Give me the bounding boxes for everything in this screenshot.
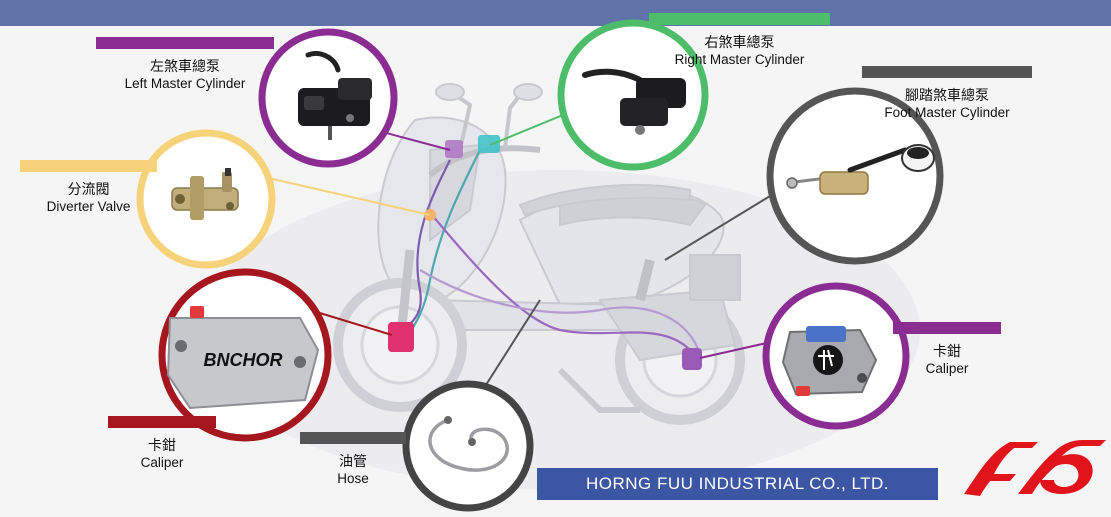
- callout-right-master: 右煞車總泵 Right Master Cylinder: [649, 13, 830, 69]
- company-name-banner: HORNG FUU INDUSTRIAL CO., LTD.: [537, 468, 938, 500]
- hose-icon: [428, 416, 509, 472]
- diverter-valve-icon: [171, 168, 239, 220]
- left-master-cylinder-icon: [298, 51, 372, 140]
- label-zh: 分流閥: [67, 181, 110, 197]
- label-en: Diverter Valve: [46, 199, 131, 214]
- callout-bar: [300, 432, 406, 444]
- foot-master-cylinder-icon: [786, 144, 935, 195]
- caliper-brand-text: BNCHOR: [204, 350, 283, 370]
- callout-bar: [108, 416, 216, 428]
- callout-caliper-rear: 卡鉗 Caliper: [893, 322, 1001, 378]
- label-zh: 右煞車總泵: [704, 34, 775, 50]
- callout-left-master: 左煞車總泵 Left Master Cylinder: [96, 37, 274, 93]
- label-en: Left Master Cylinder: [124, 76, 246, 91]
- label-zh: 卡鉗: [148, 437, 176, 453]
- callout-foot-master: 腳踏煞車總泵 Foot Master Cylinder: [862, 66, 1032, 122]
- callout-bar: [862, 66, 1032, 78]
- callout-bar: [649, 13, 830, 25]
- callout-hose: 油管 Hose: [300, 432, 406, 488]
- hose-circle: [402, 380, 534, 512]
- callout-caliper-front: 卡鉗 Caliper: [108, 416, 216, 472]
- label-en: Foot Master Cylinder: [884, 105, 1010, 120]
- callout-bar: [20, 160, 157, 172]
- label-zh: 左煞車總泵: [150, 58, 220, 74]
- callout-bar: [96, 37, 274, 49]
- callout-bar: [893, 322, 1001, 334]
- label-en: Caliper: [140, 455, 184, 470]
- label-zh: 卡鉗: [933, 343, 961, 359]
- label-en: Caliper: [925, 361, 969, 376]
- caliper-rear-icon: [781, 326, 878, 396]
- right-master-cylinder-icon: [582, 68, 686, 135]
- label-en: Hose: [337, 471, 369, 486]
- label-en: Right Master Cylinder: [674, 52, 805, 67]
- top-band: [0, 0, 1111, 26]
- caliper-front-icon: BNCHOR: [166, 306, 320, 410]
- label-zh: 腳踏煞車總泵: [905, 87, 989, 103]
- callout-diverter: 分流閥 Diverter Valve: [20, 160, 157, 216]
- label-zh: 油管: [339, 453, 367, 469]
- leader-lines: [254, 109, 781, 411]
- right-master-circle: [557, 19, 709, 171]
- horng-fuu-logo-icon: [964, 440, 1106, 496]
